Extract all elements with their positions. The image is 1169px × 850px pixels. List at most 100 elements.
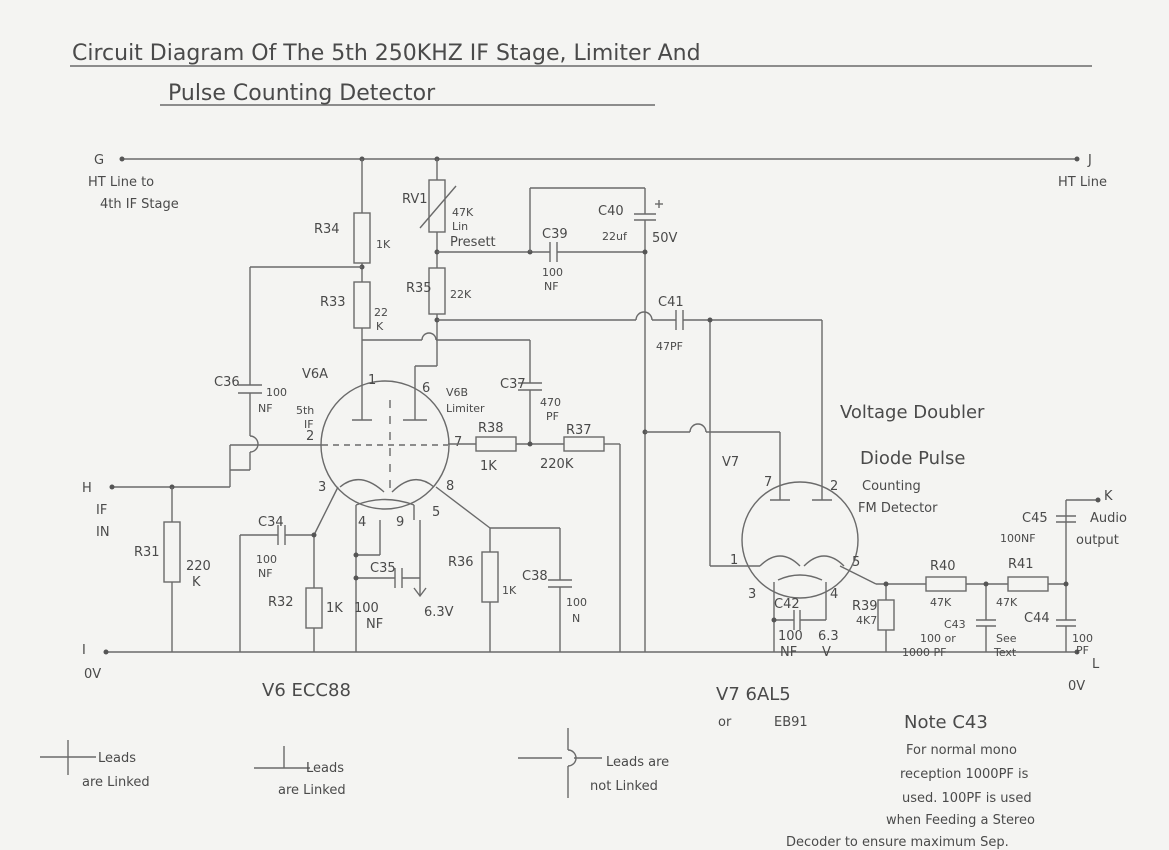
title-line-1: Circuit Diagram Of The 5th 250KHZ IF Sta… bbox=[72, 41, 701, 66]
description-line-3: Counting bbox=[862, 479, 921, 494]
r37-value: 220K bbox=[540, 457, 574, 472]
r36-label: R36 bbox=[448, 555, 474, 570]
rv1-preset bbox=[419, 159, 457, 268]
legend-linked2-line-1: Leads bbox=[306, 761, 344, 776]
v7-type: V7 6AL5 bbox=[716, 684, 791, 705]
r41-value: 47K bbox=[996, 596, 1018, 609]
c41-value: 47PF bbox=[656, 340, 683, 353]
terminal-l: L bbox=[1092, 657, 1100, 672]
v7-label: V7 bbox=[722, 455, 739, 470]
terminal-h-label-1: IF bbox=[96, 503, 107, 518]
c35-value-2: NF bbox=[366, 617, 383, 632]
r35-resistor bbox=[428, 267, 446, 348]
v7-pin-4: 4 bbox=[830, 587, 838, 602]
legend-notlinked-line-1: Leads are bbox=[606, 755, 669, 770]
c41-label: C41 bbox=[658, 295, 684, 310]
v6-pin-7: 7 bbox=[454, 435, 462, 450]
rv1-value-1: 47K bbox=[452, 206, 474, 219]
terminal-h-label-2: IN bbox=[96, 525, 110, 540]
v6a-desc-2: IF bbox=[304, 418, 314, 431]
note-line-3: used. 100PF is used bbox=[902, 791, 1032, 806]
c45-label: C45 bbox=[1022, 511, 1048, 526]
v6a-label: V6A bbox=[302, 367, 328, 382]
rv1-label: RV1 bbox=[402, 192, 428, 207]
terminal-l-label: 0V bbox=[1068, 679, 1085, 694]
terminal-i: I bbox=[82, 643, 86, 658]
c43-label: C43 bbox=[944, 618, 966, 631]
v6-tube bbox=[320, 378, 450, 510]
r34-resistor bbox=[353, 159, 371, 282]
v7-alt-or: or bbox=[718, 715, 732, 730]
r33-value-1: 22 bbox=[374, 306, 388, 319]
terminal-i-label: 0V bbox=[84, 667, 101, 682]
v6-heater-wiring bbox=[353, 505, 427, 652]
r32-label: R32 bbox=[268, 595, 294, 610]
c43-value-1: 100 or bbox=[920, 632, 956, 645]
v7-input-wiring bbox=[645, 423, 781, 500]
c36-value-1: 100 bbox=[266, 386, 287, 399]
terminal-k: K bbox=[1104, 489, 1113, 504]
legend-linked-tee bbox=[254, 746, 310, 769]
note-line-1: For normal mono bbox=[906, 743, 1017, 758]
v6b-desc: Limiter bbox=[446, 402, 485, 415]
v6b-cathode-wiring bbox=[435, 486, 572, 652]
r33-value-2: K bbox=[376, 320, 384, 333]
terminal-k-label-2: output bbox=[1076, 533, 1119, 548]
c38-value-1: 100 bbox=[566, 596, 587, 609]
c34-value-1: 100 bbox=[256, 553, 277, 566]
c39-label: C39 bbox=[542, 227, 568, 242]
c36-label: C36 bbox=[214, 375, 240, 390]
v7-alt-type: EB91 bbox=[774, 715, 808, 730]
c37-value-2: PF bbox=[546, 410, 559, 423]
note-line-2: reception 1000PF is bbox=[900, 767, 1029, 782]
legend-not-linked-hop bbox=[518, 728, 602, 798]
legend-linked-cross bbox=[40, 740, 96, 775]
c34-label: C34 bbox=[258, 515, 284, 530]
description-line-1: Voltage Doubler bbox=[840, 402, 985, 423]
v6-type: V6 ECC88 bbox=[262, 680, 351, 701]
c42-value-1: 100 bbox=[778, 629, 803, 644]
r41-label: R41 bbox=[1008, 557, 1034, 572]
c40-value-2: 50V bbox=[652, 231, 678, 246]
legend-linked2-line-2: are Linked bbox=[278, 783, 346, 798]
c43-value-2: 1000 PF bbox=[902, 646, 946, 659]
r37-label: R37 bbox=[566, 423, 592, 438]
v6-pin-4: 4 bbox=[358, 515, 366, 530]
terminal-j: J bbox=[1087, 153, 1092, 168]
r38-value: 1K bbox=[480, 459, 497, 474]
v6b-grid-wiring bbox=[448, 436, 621, 652]
v7-pin-1: 1 bbox=[730, 553, 738, 568]
c40-label: C40 bbox=[598, 204, 624, 219]
r34-label: R34 bbox=[314, 222, 340, 237]
v6b-anode-wiring bbox=[362, 332, 542, 444]
r32-value: 1K bbox=[326, 601, 343, 616]
c39-value-2: NF bbox=[544, 280, 559, 293]
v6-pin-6: 6 bbox=[422, 381, 430, 396]
note-line-4: when Feeding a Stereo bbox=[886, 813, 1035, 828]
r33-label: R33 bbox=[320, 295, 346, 310]
c35-label: C35 bbox=[370, 561, 396, 576]
c37-value-1: 470 bbox=[540, 396, 561, 409]
description-line-2: Diode Pulse bbox=[860, 448, 966, 469]
r40-label: R40 bbox=[930, 559, 956, 574]
v6a-grid-wiring bbox=[109, 444, 322, 490]
terminal-j-label: HT Line bbox=[1058, 175, 1107, 190]
rv1-value-3: Presett bbox=[450, 235, 496, 250]
c45-value: 100NF bbox=[1000, 532, 1036, 545]
r35-label: R35 bbox=[406, 281, 432, 296]
legend-linked1-line-2: are Linked bbox=[82, 775, 150, 790]
c43-value-3: See bbox=[996, 632, 1017, 645]
c40-value-1: 22uf bbox=[602, 230, 628, 243]
c38-value-2: N bbox=[572, 612, 580, 625]
c44-label: C44 bbox=[1024, 611, 1050, 626]
r31-value-2: K bbox=[192, 575, 201, 590]
v7-heater-wiring bbox=[771, 582, 827, 652]
r31-resistor bbox=[163, 487, 181, 652]
c36-capacitor bbox=[238, 266, 362, 470]
c44-value-1: 100 bbox=[1072, 632, 1093, 645]
r35-value: 22K bbox=[450, 288, 472, 301]
v6-pin-3: 3 bbox=[318, 480, 326, 495]
v6-pin-5: 5 bbox=[432, 505, 440, 520]
terminal-g-label-1: HT Line to bbox=[88, 175, 154, 190]
